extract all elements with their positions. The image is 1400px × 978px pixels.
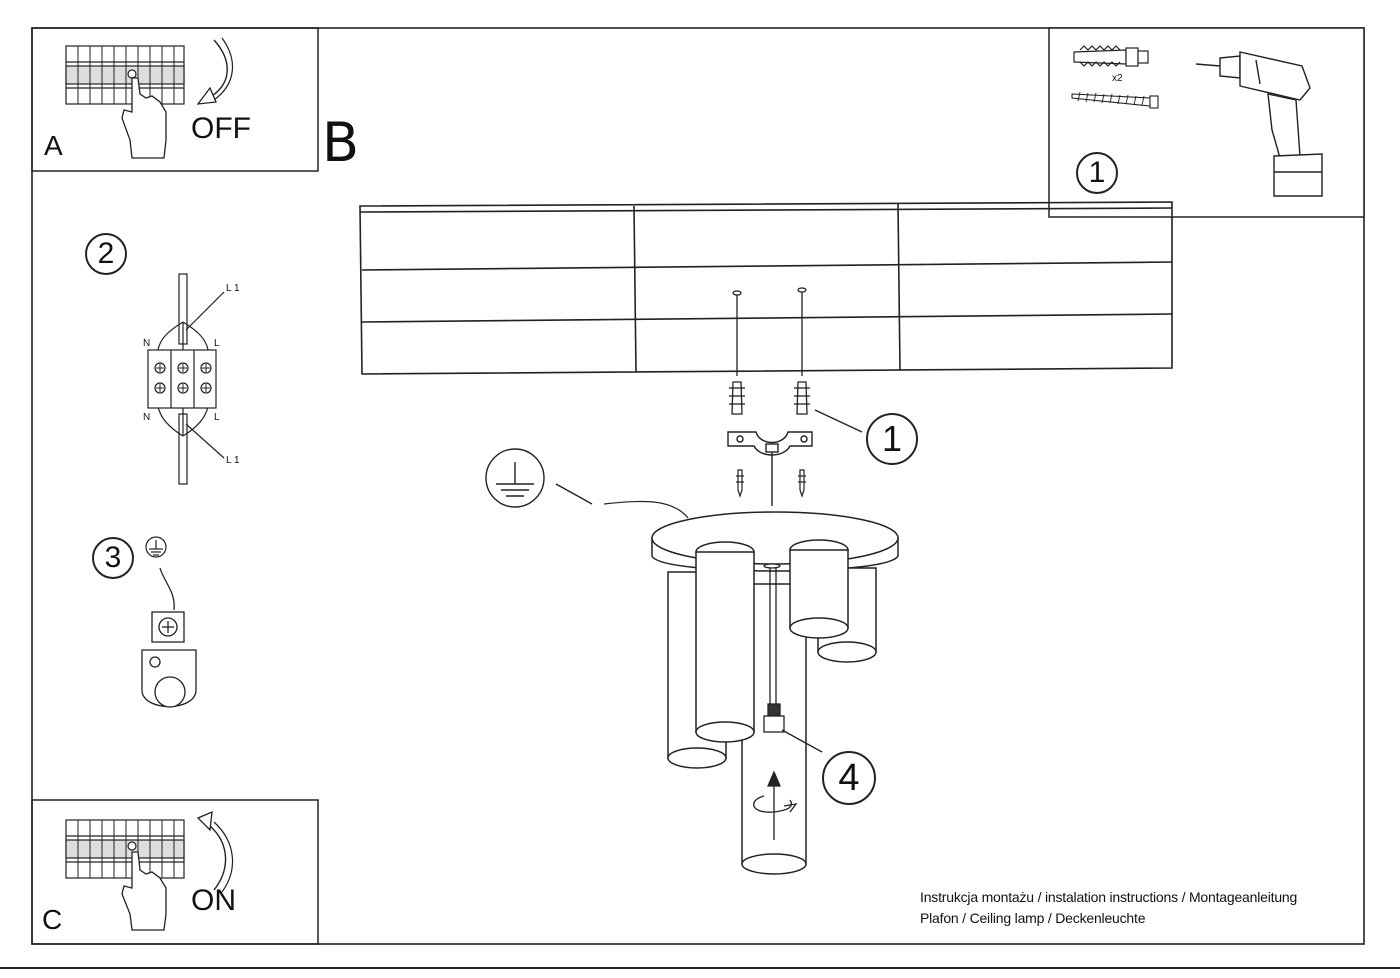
- outer-frame: [31, 27, 1365, 945]
- on-label: ON: [191, 884, 236, 917]
- step-4-bulb-badge: 4: [822, 751, 876, 805]
- breaker-panel-icon: [65, 45, 185, 105]
- l-top-label: L: [214, 338, 220, 349]
- mounting-screws: [729, 287, 863, 433]
- ground-symbol-icon: [145, 536, 167, 558]
- panel-b-label: B: [322, 111, 360, 174]
- ceiling-slab: [359, 201, 1173, 375]
- off-label: OFF: [191, 112, 251, 145]
- drill-icon: [1195, 51, 1323, 197]
- l1-bottom-label: L 1: [226, 455, 240, 466]
- hand-icon: [121, 77, 167, 159]
- step-1-tools-badge: 1: [1076, 152, 1118, 194]
- step-3-ground-badge: 3: [92, 537, 134, 579]
- mounting-bracket-icon: [727, 431, 813, 506]
- ground-bracket-icon: [141, 567, 197, 708]
- screw-icon: [1071, 91, 1159, 109]
- l1-top-label: L 1: [226, 283, 240, 294]
- ground-symbol-icon: [485, 448, 689, 519]
- panel-c-label: C: [42, 904, 63, 935]
- panel-c-frame: [31, 799, 319, 945]
- n-top-label: N: [143, 338, 151, 349]
- panel-a-label: A: [44, 130, 63, 161]
- l-bottom-label: L: [214, 412, 220, 423]
- step-1-mount-badge: 1: [866, 413, 918, 465]
- panel-a-frame: [31, 27, 319, 172]
- rotate-arrow-icon: [209, 825, 227, 891]
- terminal-block-icon: [147, 273, 225, 485]
- step-2-wiring-badge: 2: [85, 233, 127, 275]
- footer-line-1: Instrukcja montażu / instalation instruc…: [920, 889, 1298, 905]
- breaker-panel-icon: [65, 819, 185, 879]
- footer-line-2: Plafon / Ceiling lamp / Deckenleuchte: [920, 910, 1146, 926]
- wall-plug-icon: [1073, 45, 1149, 67]
- n-bottom-label: N: [143, 412, 151, 423]
- rotate-arrow-icon: [211, 39, 228, 97]
- hand-icon: [121, 851, 167, 931]
- quantity-label: x2: [1112, 73, 1123, 84]
